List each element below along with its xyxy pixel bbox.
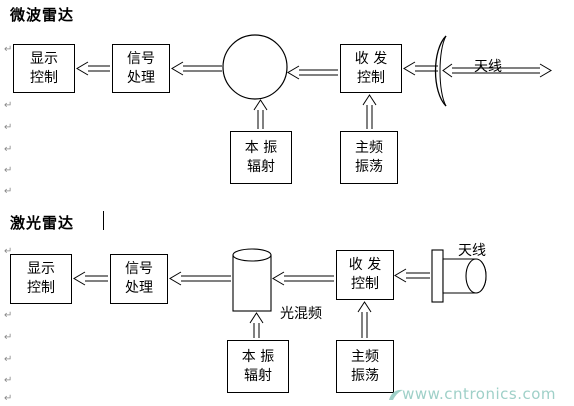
box-text: 控制 xyxy=(357,69,385,86)
laser-display-control-box: 显示 控制 xyxy=(10,254,72,304)
dish-antenna-icon xyxy=(434,35,447,107)
text-cursor xyxy=(103,211,104,230)
box-text: 主频 xyxy=(351,348,379,365)
telescope-antenna-icon xyxy=(431,249,487,303)
microwave-antenna-label: 天线 xyxy=(474,59,502,75)
box-text: 控制 xyxy=(351,276,379,292)
microwave-local-oscillator-box: 本 振 辐射 xyxy=(230,131,292,184)
paragraph-mark: ↵ xyxy=(4,122,13,133)
cntronics-logo-icon xyxy=(389,389,403,400)
box-text: 控制 xyxy=(27,280,55,296)
box-text: 主频 xyxy=(355,139,383,156)
paragraph-mark: ↵ xyxy=(4,186,13,197)
box-text: 振荡 xyxy=(355,158,383,175)
paragraph-mark: ↵ xyxy=(4,246,13,257)
microwave-mixer-circle xyxy=(222,34,288,100)
box-text: 本 振 xyxy=(241,348,275,365)
microwave-display-control-box: 显示 控制 xyxy=(13,44,75,93)
box-text: 收 发 xyxy=(354,50,388,67)
microwave-master-oscillator-box: 主频 振荡 xyxy=(340,131,398,184)
paragraph-mark: ↵ xyxy=(4,375,13,386)
box-text: 振荡 xyxy=(351,367,379,384)
box-text: 处理 xyxy=(125,280,153,296)
box-text: 辐射 xyxy=(244,367,272,384)
box-text: 信号 xyxy=(127,50,155,67)
box-text: 显示 xyxy=(30,50,58,67)
laser-antenna-label: 天线 xyxy=(458,243,486,259)
paragraph-mark: ↵ xyxy=(4,393,13,404)
microwave-radar-title: 微波雷达 xyxy=(10,6,75,24)
box-text: 信号 xyxy=(125,261,153,277)
paragraph-mark: ↵ xyxy=(4,310,13,321)
optical-mixer-label: 光混频 xyxy=(280,306,322,322)
paragraph-mark: ↵ xyxy=(4,332,13,343)
laser-radar-title: 激光雷达 xyxy=(10,214,75,232)
laser-transceiver-control-box: 收 发 控制 xyxy=(336,250,394,300)
paragraph-mark: ↵ xyxy=(4,100,13,111)
laser-local-oscillator-box: 本 振 辐射 xyxy=(227,340,289,393)
laser-master-oscillator-box: 主频 振荡 xyxy=(336,340,394,393)
box-text: 处理 xyxy=(127,69,155,86)
box-text: 辐射 xyxy=(247,158,275,175)
laser-signal-processing-box: 信号 处理 xyxy=(110,254,168,304)
paragraph-mark: ↵ xyxy=(4,354,13,365)
box-text: 显示 xyxy=(27,261,55,277)
box-text: 本 振 xyxy=(244,139,278,156)
optical-mixer-cylinder xyxy=(232,248,272,312)
paragraph-mark: ↵ xyxy=(4,44,13,55)
microwave-signal-processing-box: 信号 处理 xyxy=(112,44,170,93)
microwave-transceiver-control-box: 收 发 控制 xyxy=(340,44,402,93)
paragraph-mark: ↵ xyxy=(4,144,13,155)
box-text: 控制 xyxy=(30,69,58,86)
box-text: 收 发 xyxy=(348,257,382,273)
paragraph-mark: ↵ xyxy=(4,165,13,176)
watermark-text: www.cntronics.com xyxy=(402,385,556,403)
